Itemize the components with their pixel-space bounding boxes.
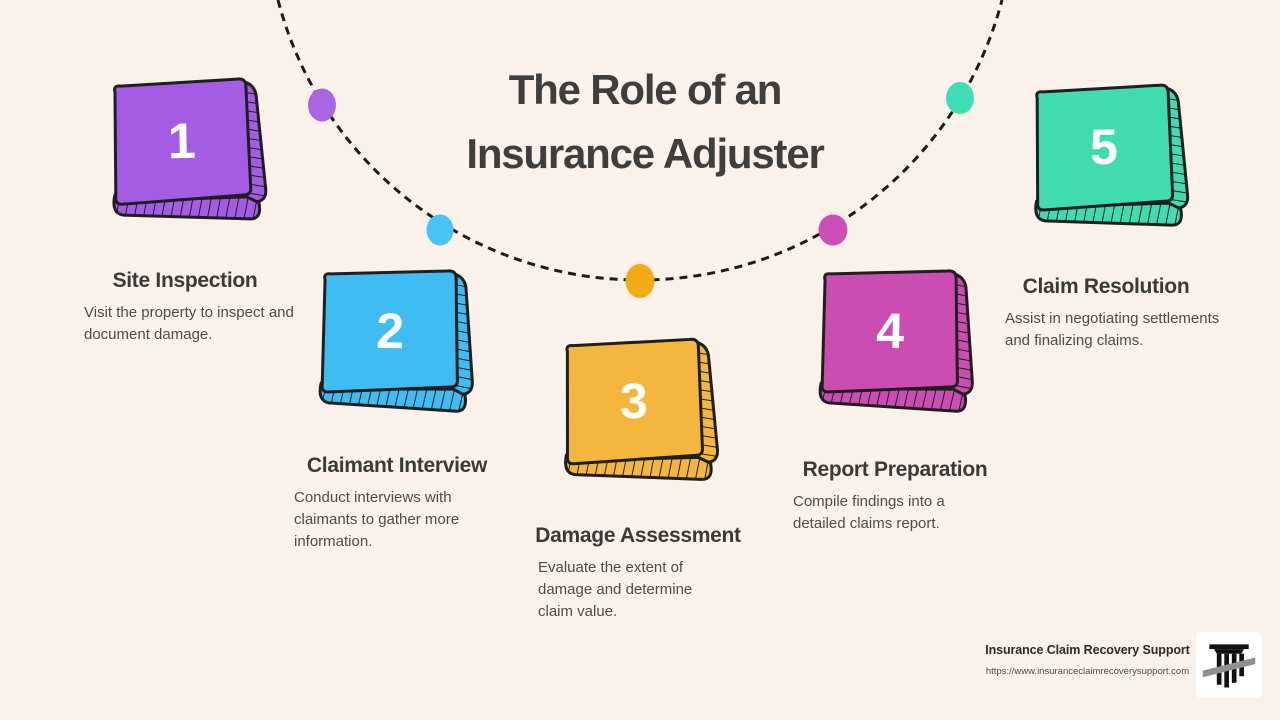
step-5-heading: Claim Resolution	[1022, 275, 1190, 298]
step-5-description: Assist in negotiating settlements and fi…	[1005, 310, 1220, 349]
step-number-3: 3	[620, 373, 648, 429]
step-number-2: 2	[376, 303, 405, 359]
step-1-text: Site Inspection Visit the property to in…	[80, 268, 294, 346]
timeline-dot-2	[426, 214, 454, 246]
step-box-4: 4	[818, 269, 974, 413]
page-title-line1: The Role of an	[508, 66, 783, 113]
page-title: The Role of an Insurance Adjuster	[385, 58, 905, 186]
step-2-text: Claimant Interview Conduct interviews wi…	[292, 453, 502, 553]
timeline-dot-1	[308, 88, 336, 122]
step-box-5: 5	[1034, 83, 1190, 227]
step-5-text: Claim Resolution Assist in negotiating s…	[1001, 274, 1219, 352]
step-number-5: 5	[1090, 119, 1119, 175]
footer-brand-name: Insurance Claim Recovery Support	[985, 643, 1190, 657]
step-4-text: Report Preparation Compile findings into…	[790, 457, 1000, 535]
step-3-text: Damage Assessment Evaluate the extent of…	[533, 523, 743, 623]
step-2-description: Conduct interviews with claimants to gat…	[294, 489, 460, 550]
step-4-heading: Report Preparation	[802, 458, 988, 481]
footer: Insurance Claim Recovery Support https:/…	[985, 643, 1190, 677]
step-1-heading: Site Inspection	[112, 269, 258, 292]
step-box-2: 2	[318, 269, 474, 413]
column-icon	[1202, 644, 1256, 688]
step-2-heading: Claimant Interview	[306, 454, 488, 477]
step-number-4: 4	[876, 303, 905, 359]
step-4-description: Compile findings into a detailed claims …	[793, 493, 945, 532]
step-1-description: Visit the property to inspect and docume…	[84, 304, 294, 343]
step-3-description: Evaluate the extent of damage and determ…	[538, 559, 693, 620]
footer-url: https://www.insuranceclaimrecoverysuppor…	[985, 666, 1190, 677]
step-3-heading: Damage Assessment	[535, 524, 741, 547]
timeline-dot-5	[946, 82, 974, 114]
step-box-3: 3	[564, 337, 719, 481]
timeline-dot-4	[818, 214, 848, 246]
step-box-1: 1	[112, 77, 268, 221]
timeline-dot-3	[625, 264, 655, 298]
step-number-1: 1	[167, 113, 196, 169]
page-title-line2: Insurance Adjuster	[466, 130, 824, 177]
brand-logo	[1196, 632, 1262, 698]
